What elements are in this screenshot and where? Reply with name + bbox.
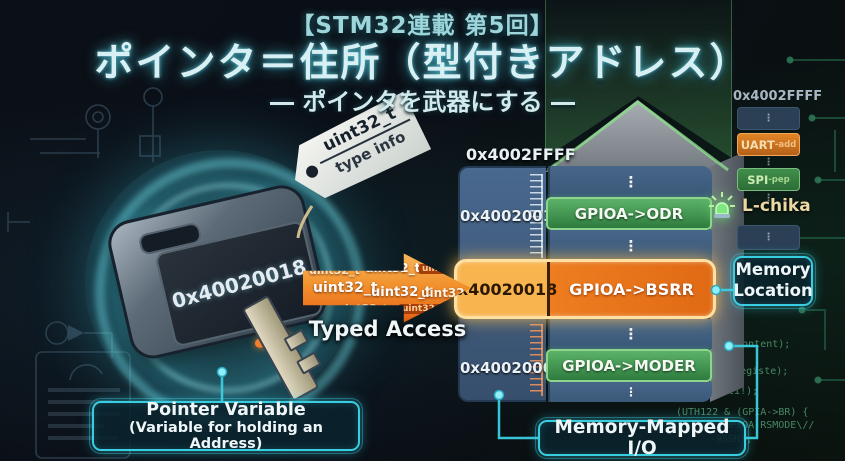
spi-suffix: -pep	[768, 174, 790, 185]
memory-gap-dots: ⋮	[548, 319, 712, 349]
pointer-variable-subtitle: (Variable for holding an Address)	[129, 420, 323, 452]
peripheral-gap-dots: ⋮	[763, 193, 774, 204]
uart-suffix: -add	[774, 139, 797, 150]
peripheral-block-blank: ⋮	[737, 107, 800, 130]
memory-mapped-io-callout: Memory-Mapped I/O	[535, 417, 749, 459]
address-label-bsrr: 0x40020018	[454, 279, 558, 299]
memory-location-line1: Memory	[735, 260, 811, 280]
register-row-bsrr-highlighted: 0x40020018 GPIOA->BSRR	[454, 259, 716, 319]
led-blink-label: L-chika	[742, 196, 811, 216]
memory-location-callout: Memory Location	[730, 253, 816, 309]
uint32-chip: uint32_t	[313, 280, 378, 296]
uint32-chip: uint32_t	[371, 285, 431, 300]
subtitle: ― ポインタを武器にする ―	[270, 88, 575, 116]
memory-mapped-io-label: Memory-Mapped I/O	[554, 417, 730, 459]
memory-location-line2: Location	[733, 281, 813, 300]
spi-label: SPI	[747, 172, 769, 187]
register-row-moder: GPIOA->MODER	[546, 349, 712, 382]
peripheral-block-blank: ⋮	[737, 225, 800, 250]
peripheral-map-top-address: 0x4002FFFF	[733, 89, 823, 104]
peripheral-block-uart: UART-add	[737, 133, 800, 156]
series-title: 【STM32連載 第5回】	[291, 13, 554, 39]
memory-gap-dots: ⋮	[548, 230, 712, 261]
uart-label: UART	[740, 137, 775, 152]
pointer-variable-title: Pointer Variable	[146, 400, 306, 420]
ruler-ticks-lower	[530, 324, 543, 396]
decor-code-line: (UTH122 & (GPIA->BR) {	[676, 407, 809, 418]
typed-access-label: Typed Access	[308, 317, 467, 341]
address-label-moder: 0x40020000	[460, 359, 564, 377]
key-address-value: 0x40020018	[169, 254, 309, 314]
register-row-odr: GPIOA->ODR	[546, 197, 712, 230]
page-title: ポインタ＝住所（型付きアドレス）	[94, 41, 751, 86]
led-icon	[708, 192, 736, 224]
memory-gap-dots: ⋮	[548, 166, 712, 197]
address-label-odr: 0x40020014	[460, 207, 564, 225]
ruler-ticks-upper	[530, 174, 543, 258]
row-divider	[547, 262, 550, 316]
peripheral-gap-dots: ⋮	[763, 157, 774, 168]
tag-hole	[304, 164, 320, 180]
register-name-bsrr: GPIOA->BSRR	[569, 279, 694, 299]
pointer-variable-callout: Pointer Variable (Variable for holding a…	[89, 398, 363, 454]
memory-gap-dots: ⋮	[548, 382, 712, 402]
memory-map-top-address: 0x4002FFFF	[466, 145, 576, 164]
peripheral-block-spi: SPI-pep	[737, 168, 800, 191]
memory-map-table: 0x40020014 0x40020000 ⋮ GPIOA->ODR ⋮ ⋮ G…	[454, 166, 716, 402]
uint32-chip: uint32_t	[399, 304, 447, 314]
